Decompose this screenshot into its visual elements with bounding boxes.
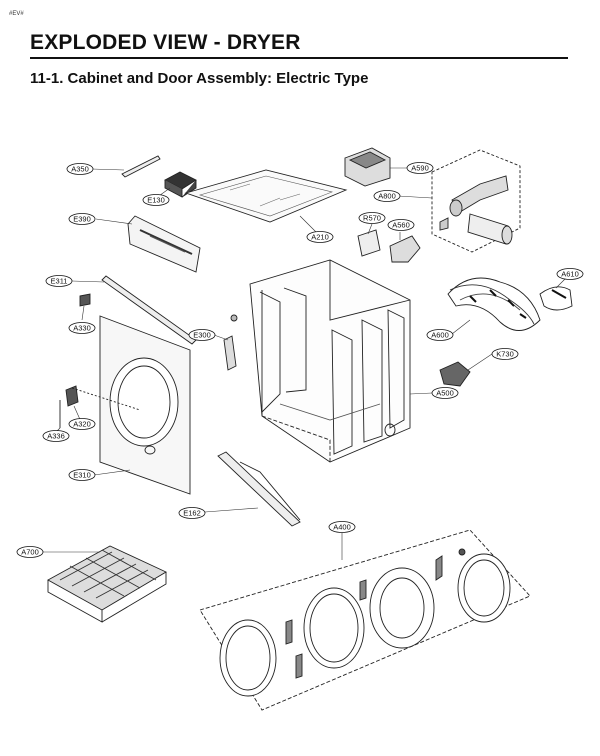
page-title: EXPLODED VIEW - DRYER [30, 31, 301, 54]
part-label-a210: A210 [306, 231, 334, 243]
dryer-part-a560 [389, 235, 421, 263]
part-label-r570: R570 [358, 212, 386, 224]
document-tag: #EV# [9, 11, 24, 17]
svg-text:E130: E130 [147, 196, 165, 205]
leader-lines [42, 167, 571, 560]
svg-text:A560: A560 [392, 221, 410, 230]
dryer-part-e300 [223, 314, 238, 371]
part-label-e162: E162 [178, 507, 206, 519]
svg-text:K730: K730 [496, 350, 514, 359]
part-labels: A350 E130 A590 A800 E390 R570 A560 A210 [16, 162, 584, 558]
dryer-part-a330 [79, 293, 91, 307]
part-label-a336: A336 [42, 430, 70, 442]
part-label-e390: E390 [68, 213, 96, 225]
part-label-e311: E311 [45, 275, 73, 287]
drying-rack-part [47, 545, 167, 623]
part-label-a350: A350 [66, 163, 94, 175]
title-rule [30, 57, 568, 59]
part-label-k730: K730 [491, 348, 519, 360]
svg-text:R570: R570 [363, 214, 381, 223]
svg-text:A350: A350 [71, 165, 89, 174]
svg-text:A800: A800 [378, 192, 396, 201]
wire-harness-part [447, 277, 541, 331]
part-label-a600: A600 [426, 329, 454, 341]
svg-text:E300: E300 [193, 331, 211, 340]
front-panel-part [99, 315, 191, 495]
svg-text:A336: A336 [47, 432, 65, 441]
small-block-part [164, 171, 197, 198]
cabinet-frame-part [249, 259, 411, 463]
dryer-part-k730 [439, 361, 471, 387]
strip-part [121, 155, 161, 178]
svg-text:A500: A500 [436, 389, 454, 398]
svg-text:A400: A400 [333, 523, 351, 532]
section-subtitle: 11-1. Cabinet and Door Assembly: Electri… [30, 70, 369, 87]
svg-text:A610: A610 [561, 270, 579, 279]
part-label-a500: A500 [431, 387, 459, 399]
duct-assembly-part [431, 149, 521, 253]
dryer-part-a590 [344, 147, 391, 187]
svg-text:E390: E390 [73, 215, 91, 224]
svg-text:A590: A590 [411, 164, 429, 173]
svg-text:A700: A700 [21, 548, 39, 557]
door-latch-part [59, 385, 141, 428]
part-label-a590: A590 [406, 162, 434, 174]
part-label-a800: A800 [373, 190, 401, 202]
part-label-a610: A610 [556, 268, 584, 280]
top-plate-part [184, 169, 348, 223]
svg-text:A600: A600 [431, 331, 449, 340]
svg-text:E162: E162 [183, 509, 201, 518]
dryer-part-a610 [539, 286, 573, 311]
part-label-a330: A330 [68, 322, 96, 334]
svg-text:A320: A320 [73, 420, 91, 429]
door-assembly-part [199, 529, 531, 711]
part-label-e300: E300 [188, 329, 216, 341]
part-label-a560: A560 [387, 219, 415, 231]
part-label-a320: A320 [68, 418, 96, 430]
part-label-a400: A400 [328, 521, 356, 533]
svg-text:E311: E311 [51, 277, 68, 286]
part-label-a700: A700 [16, 546, 44, 558]
svg-text:A330: A330 [73, 324, 91, 333]
base-bracket-part [217, 451, 301, 527]
part-label-e310: E310 [68, 469, 96, 481]
part-label-e130: E130 [142, 194, 170, 206]
control-panel-part [127, 215, 201, 273]
dryer-part-r570 [357, 229, 381, 257]
svg-text:A210: A210 [311, 233, 329, 242]
svg-text:E310: E310 [73, 471, 91, 480]
